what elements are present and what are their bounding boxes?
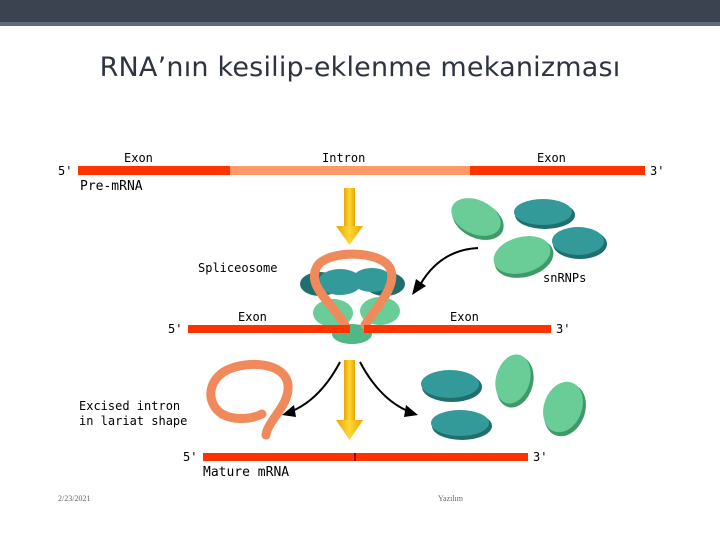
pre-exon-right-label: Exon xyxy=(537,151,566,165)
snrnp-particle xyxy=(493,236,551,274)
pre-mrna-strand xyxy=(78,166,645,175)
mid-exon-right-label: Exon xyxy=(450,310,479,324)
intermediate-exon-left xyxy=(188,325,350,333)
spliceosome-label: Spliceosome xyxy=(198,261,277,275)
footer-date: 2/23/2021 xyxy=(58,494,91,503)
intermediate-strand xyxy=(188,325,551,333)
down-arrow-2 xyxy=(336,360,363,440)
snrnp-cluster-bottom xyxy=(421,354,586,440)
mid-exon-left-label: Exon xyxy=(238,310,267,324)
exon-right-bar xyxy=(470,166,645,175)
top-bar xyxy=(0,0,720,22)
mature-exon-right xyxy=(356,453,528,461)
snrnp-cluster-top xyxy=(451,198,607,278)
curved-arrow-snrnps xyxy=(419,247,479,286)
excised-intron-line2: in lariat shape xyxy=(79,414,187,428)
excised-intron-line1: Excised intron xyxy=(79,399,180,413)
snrnp-particle xyxy=(495,354,531,404)
down-arrow-1 xyxy=(336,188,363,245)
exon-left-bar xyxy=(78,166,230,175)
splice-junction xyxy=(354,453,356,461)
mature-five-prime: 5' xyxy=(183,450,197,464)
curved-arrow-right xyxy=(359,361,411,413)
mature-three-prime: 3' xyxy=(533,450,547,464)
intermediate-exon-right xyxy=(364,325,551,333)
footer-author: Yazılım xyxy=(438,494,463,503)
mature-exon-left xyxy=(203,453,354,461)
pre-mrna-label: Pre-mRNA xyxy=(80,179,143,194)
lariat-intron xyxy=(206,359,293,440)
mid-five-prime: 5' xyxy=(168,322,182,336)
mid-three-prime: 3' xyxy=(556,322,570,336)
pre-exon-left-label: Exon xyxy=(124,151,153,165)
snrnp-particle xyxy=(451,198,501,236)
snrnps-label: snRNPs xyxy=(543,271,586,285)
mature-mrna-label: Mature mRNA xyxy=(203,465,289,480)
snrnp-particle xyxy=(552,227,604,255)
pre-intron-label: Intron xyxy=(322,151,365,165)
snrnp-particle xyxy=(421,370,479,398)
intron-bar xyxy=(230,166,470,175)
mature-mrna-strand xyxy=(203,453,528,461)
top-accent-line xyxy=(0,22,720,26)
pre-three-prime: 3' xyxy=(650,164,664,178)
snrnp-particle xyxy=(514,199,572,225)
slide-title: RNA’nın kesilip-eklenme mekanizması xyxy=(99,52,621,83)
snrnp-particle xyxy=(431,410,489,436)
snrnp-particle xyxy=(543,381,583,433)
curved-arrow-left xyxy=(289,361,341,413)
pre-five-prime: 5' xyxy=(58,164,72,178)
